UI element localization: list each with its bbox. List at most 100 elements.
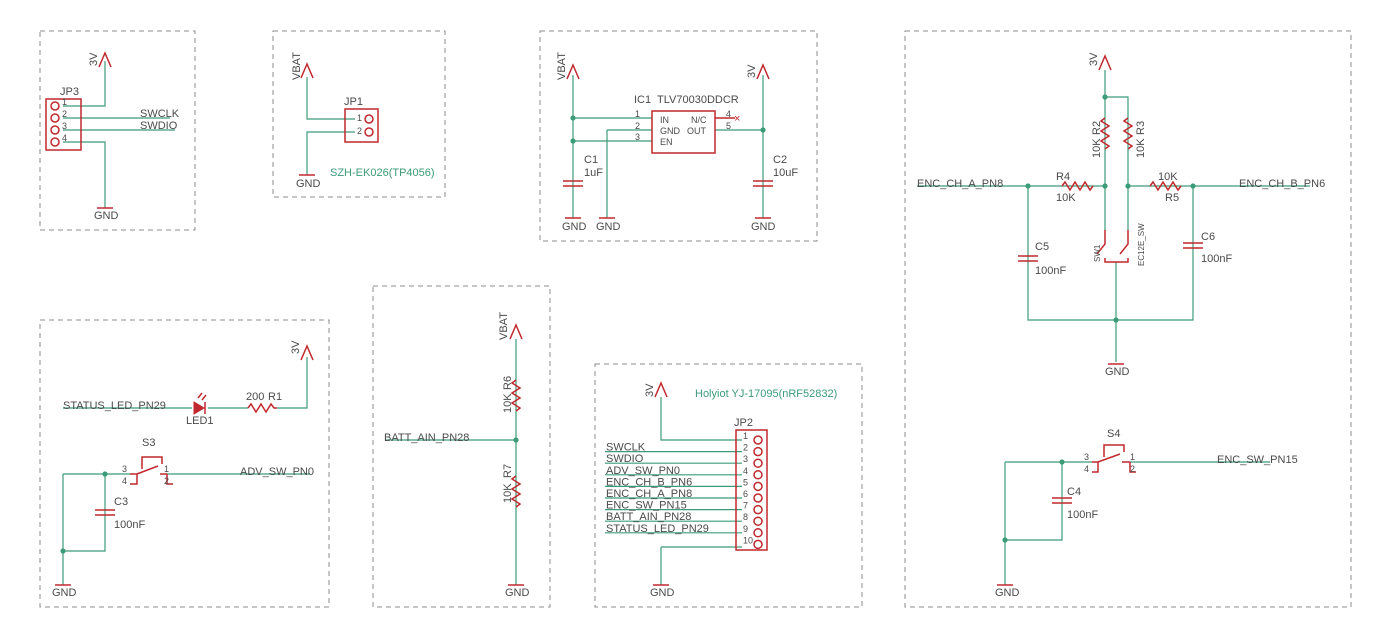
c5-value: 100nF	[1035, 265, 1066, 277]
jp2-pin-number: 10	[743, 535, 753, 545]
jp2-value: Holyiot YJ-17095(nRF52832)	[695, 388, 837, 400]
jp3-swdio-label: SWDIO	[140, 120, 178, 132]
c1-ref: C1	[584, 154, 598, 166]
regulator-gnd1-label: GND	[562, 221, 587, 233]
module-gnd-label: GND	[650, 587, 675, 599]
jp2-ref: JP2	[734, 417, 753, 429]
jp3-gnd-label: GND	[94, 210, 119, 222]
jp1-pin1: 1	[357, 113, 362, 123]
sw1-value: EC12E_SW	[1137, 223, 1146, 266]
jp1-pin2: 2	[357, 126, 362, 136]
batt-ain-label: BATT_AIN_PN28	[384, 432, 469, 444]
jp2-net-label: SWCLK	[606, 442, 646, 454]
s4-pin4: 4	[1084, 464, 1089, 474]
status-gnd-label: GND	[52, 587, 77, 599]
frame-battery-divider	[372, 285, 551, 608]
jp2-pin-circle	[753, 446, 763, 457]
ic1-pin4-num: 4	[726, 109, 731, 119]
status-led-label: STATUS_LED_PN29	[63, 400, 166, 412]
enc-a-label: ENC_CH_A_PN8	[917, 178, 1003, 190]
regulator-gnd3-label: GND	[751, 221, 776, 233]
jp2-pin-number: 8	[743, 512, 748, 522]
frame-module	[594, 363, 863, 608]
ic1-pin-in: IN	[660, 115, 669, 125]
jp2-net-label: STATUS_LED_PN29	[606, 523, 709, 535]
r4-value: 10K	[1056, 192, 1076, 204]
jp1-block: VBAT JP1 1 2 SZH-EK026(TP4056) GND	[291, 52, 435, 190]
enc-b-label: ENC_CH_B_PN6	[1239, 178, 1325, 190]
led1-ref: LED1	[186, 415, 214, 427]
r6-ref: R6	[502, 376, 514, 390]
ic1-pin2-num: 2	[635, 121, 640, 131]
jp3-pin4: 4	[62, 133, 67, 143]
jp2-net-label: SWDIO	[606, 453, 644, 465]
s3-pin4: 4	[122, 476, 127, 486]
jp3-ref: JP3	[60, 86, 79, 98]
ic1-pin3-num: 3	[635, 132, 640, 142]
jp2-pin-circle	[753, 435, 763, 445]
jp3-body	[45, 98, 82, 151]
ic1-value: TLV70030DDCR	[657, 94, 739, 106]
jp2-pin-circle	[753, 504, 763, 515]
s4-gnd-label: GND	[995, 587, 1020, 599]
led-button-block: 3V STATUS_LED_PN29 LED1 200 R1 S3 3 4 1 …	[52, 340, 314, 599]
ic1-body	[651, 110, 716, 154]
c6-value: 100nF	[1201, 253, 1232, 265]
r3-value: 10K	[1135, 138, 1147, 158]
encoder-block: 3V R2 10K R3 10K R4 10K 10K R5 ENC_CH_A_…	[917, 52, 1325, 378]
c5-ref: C5	[1035, 241, 1049, 253]
jp2-pin-circle	[753, 470, 763, 480]
jp2-pin-number: 1	[743, 431, 748, 441]
enc-sw-label: ENC_SW_PN15	[1217, 454, 1298, 466]
regulator-gnd2-label: GND	[596, 221, 621, 233]
jp2-pin-number: 9	[743, 524, 748, 534]
c4-value: 100nF	[1067, 509, 1098, 521]
ic1-ref: IC1	[634, 94, 651, 106]
s3-pin2: 2	[164, 476, 169, 486]
jp2-net-label: BATT_AIN_PN28	[606, 511, 691, 523]
jp1-vbat-label: VBAT	[291, 52, 303, 80]
jp3-swclk-label: SWCLK	[140, 108, 180, 120]
regulator-3v-label: 3V	[746, 64, 758, 78]
regulator-block: VBAT 3V IC1 TLV70030DDCR IN GND EN N/C O…	[556, 52, 798, 233]
jp2-pin-circle	[753, 528, 763, 538]
jp2-net-label: ENC_SW_PN15	[606, 500, 687, 512]
ic1-pin5-num: 5	[726, 121, 731, 131]
jp3-pin2: 2	[62, 109, 67, 119]
jp2-pin-circle	[753, 516, 763, 526]
jp3-pin1: 1	[62, 97, 67, 107]
encoder-gnd-label: GND	[1105, 366, 1130, 378]
ic1-pin-out: OUT	[687, 126, 707, 136]
s3-pin3: 3	[122, 464, 127, 474]
r5-value: 10K	[1158, 171, 1178, 183]
jp1-ref: JP1	[344, 96, 363, 108]
jp2-pin-circle	[753, 493, 763, 503]
c2-value: 10uF	[773, 167, 798, 179]
jp1-body	[344, 108, 379, 143]
ic1-pin-en: EN	[660, 137, 673, 147]
c4-ref: C4	[1067, 486, 1081, 498]
s4-pin2: 2	[1130, 464, 1135, 474]
c6-ref: C6	[1201, 231, 1215, 243]
jp2-pin-circle	[753, 481, 763, 492]
frame-jp1	[272, 30, 446, 198]
s4-pin3: 3	[1084, 452, 1089, 462]
r6-value: 10K	[502, 393, 514, 413]
jp2-pin-number: 5	[743, 477, 748, 487]
jp1-value: SZH-EK026(TP4056)	[330, 167, 435, 179]
r5-ref: R5	[1165, 192, 1179, 204]
module-block: SWCLKSWDIOADV_SW_PN0ENC_CH_B_PN6ENC_CH_A…	[605, 381, 837, 599]
s3-pin1: 1	[164, 464, 169, 474]
frame-regulator	[539, 30, 818, 242]
jp2-pin-number: 7	[743, 501, 748, 511]
jp2-pin-circle	[753, 539, 763, 550]
divider-vbat-label: VBAT	[498, 312, 510, 340]
c3-ref: C3	[114, 496, 128, 508]
r1-ref: R1	[268, 391, 282, 403]
frame-led-button	[39, 319, 330, 608]
ic1-pin-nc: N/C	[691, 115, 707, 125]
r1-value: 200	[246, 391, 264, 403]
ic1-pin1-num: 1	[635, 109, 640, 119]
jp1-gnd-label: GND	[296, 178, 321, 190]
